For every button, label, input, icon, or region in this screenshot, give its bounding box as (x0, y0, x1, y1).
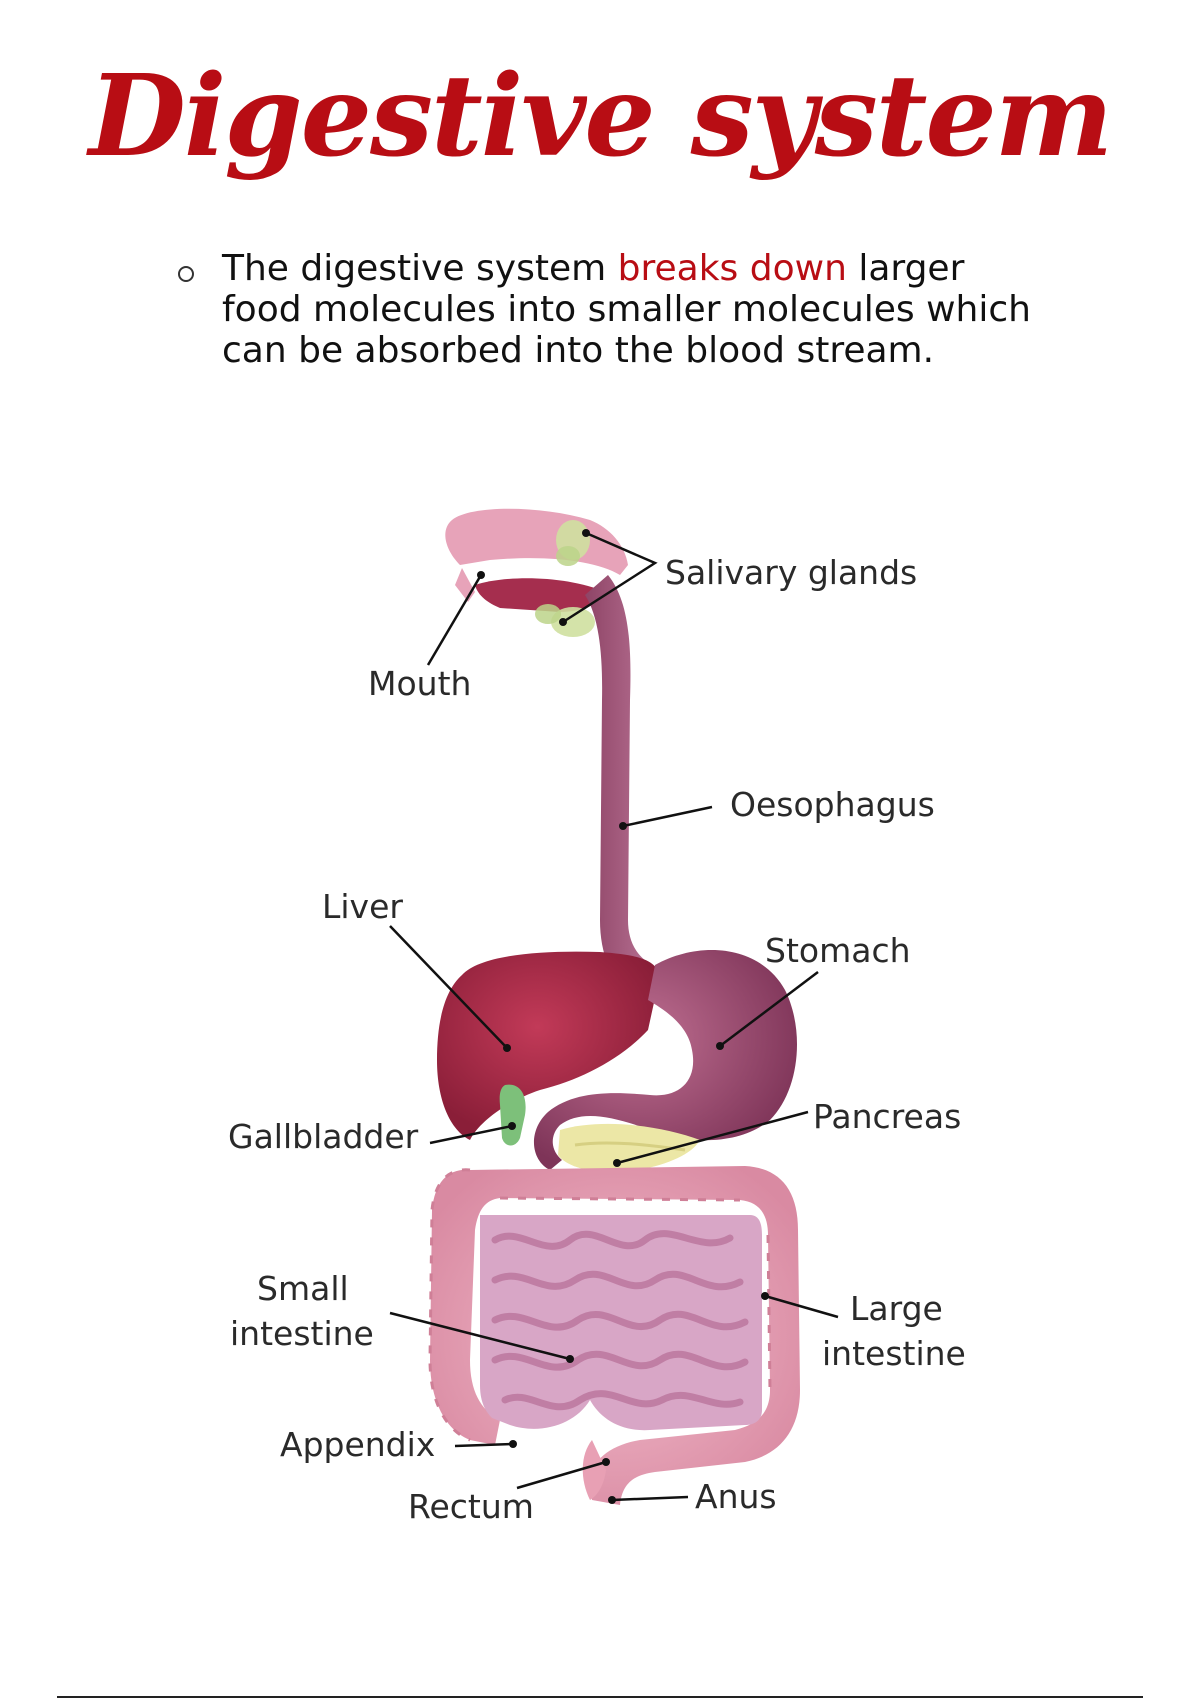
small-intestine-organ (480, 1215, 762, 1431)
liver-organ (437, 951, 660, 1140)
label-appendix: Appendix (280, 1425, 435, 1464)
label-small-intestine-line1: Small (257, 1269, 349, 1308)
label-stomach: Stomach (765, 931, 911, 970)
leader-stomach (719, 971, 819, 1047)
label-small-intestine-line2: intestine (230, 1314, 374, 1353)
gallbladder-organ (499, 1084, 526, 1146)
oesophagus-organ (585, 575, 700, 1005)
leader-rectum (516, 1460, 607, 1490)
leader-gallbladder (429, 1124, 513, 1145)
leader-lines (389, 529, 839, 1504)
label-rectum: Rectum (408, 1487, 534, 1526)
rectum-organ (582, 1440, 606, 1500)
leader-large-intestine (764, 1294, 839, 1319)
bullet-point: The digestive system breaks down larger … (178, 248, 1038, 371)
leader-liver (389, 925, 508, 1049)
page-title: Digestive system (88, 51, 1114, 182)
bullet-text: The digestive system breaks down larger … (222, 248, 1038, 371)
bullet-text-end: larger food molecules into smaller molec… (222, 248, 1031, 371)
bullet-highlight: breaks down (617, 248, 847, 289)
leader-small-intestine (389, 1311, 571, 1361)
label-mouth: Mouth (368, 664, 471, 703)
bullet-marker (178, 266, 194, 282)
label-pancreas: Pancreas (813, 1097, 961, 1136)
leader-mouth (426, 574, 483, 666)
label-large-intestine-line2: intestine (822, 1334, 966, 1373)
salivary-glands-organ (535, 520, 595, 637)
leader-anus (611, 1495, 689, 1502)
label-salivary-glands: Salivary glands (665, 553, 917, 592)
label-anus: Anus (695, 1477, 777, 1516)
stomach-organ (533, 950, 797, 1170)
footer-divider (57, 1696, 1143, 1698)
bullet-text-start: The digestive system (222, 248, 618, 289)
leader-pancreas (616, 1110, 809, 1165)
label-gallbladder: Gallbladder (228, 1117, 419, 1156)
leader-appendix (454, 1442, 514, 1448)
large-intestine-organ (428, 1166, 800, 1505)
leader-salivary (562, 531, 658, 624)
label-liver: Liver (322, 887, 403, 926)
label-oesophagus: Oesophagus (730, 785, 935, 824)
label-large-intestine-line1: Large (850, 1289, 943, 1328)
leader-oesophagus (622, 805, 713, 828)
